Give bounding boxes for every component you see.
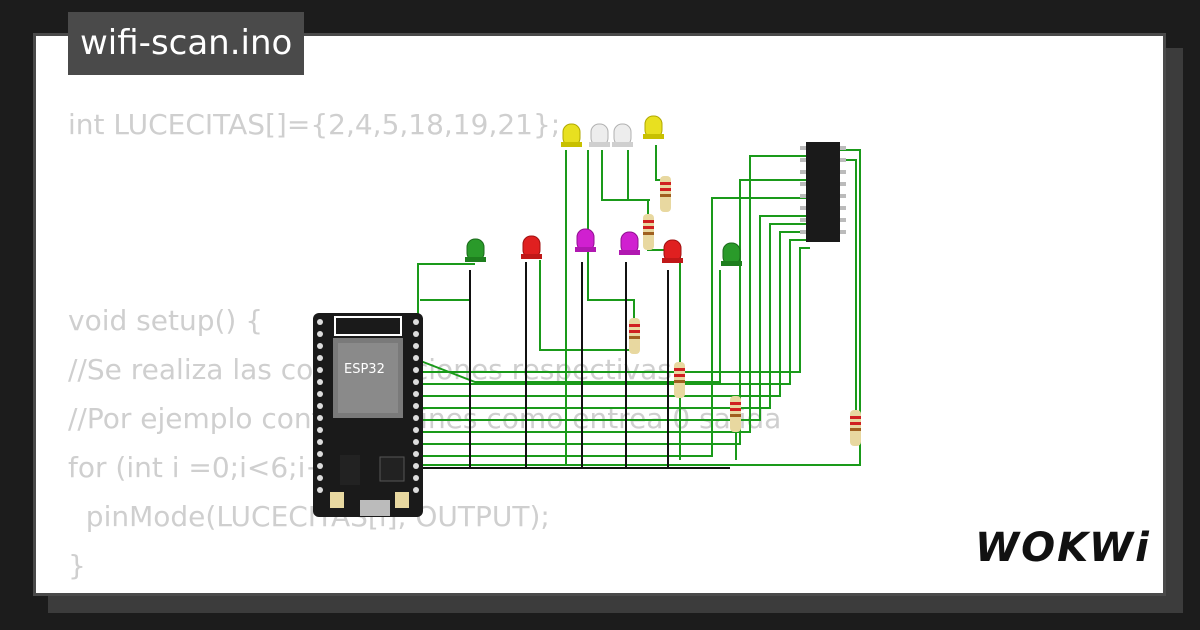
led-red-2[interactable] — [662, 239, 683, 263]
green-wires — [417, 145, 861, 466]
resistor[interactable] — [674, 362, 685, 398]
board-label: ESP32 — [344, 362, 385, 377]
resistor[interactable] — [660, 176, 671, 212]
resistors — [629, 176, 861, 446]
black-wires — [418, 262, 730, 469]
shift-register-chip[interactable] — [800, 142, 846, 242]
led-red-1[interactable] — [521, 235, 542, 259]
wokwi-logo: WOKWi — [975, 525, 1151, 571]
resistor[interactable] — [629, 318, 640, 354]
code-line: int LUCECITAS[]={2,4,5,18,19,21}; — [68, 108, 561, 141]
resistor[interactable] — [643, 214, 654, 250]
resistor[interactable] — [730, 396, 741, 432]
led-green-1[interactable] — [465, 238, 486, 262]
code-line: void setup() { — [68, 304, 264, 337]
led-white-2[interactable] — [612, 123, 633, 147]
resistor[interactable] — [850, 410, 861, 446]
led-green-2[interactable] — [721, 242, 742, 266]
led-magenta-2[interactable] — [619, 231, 640, 255]
led-white-1[interactable] — [589, 123, 610, 147]
file-name-tab[interactable]: wifi-scan.ino — [68, 12, 305, 75]
led-magenta-1[interactable] — [575, 228, 596, 252]
led-yellow-1[interactable] — [561, 123, 582, 147]
code-line: for (int i =0;i<6;i++) — [68, 451, 364, 484]
esp32-board[interactable]: ESP32 — [313, 313, 423, 517]
code-line: } — [68, 549, 86, 582]
led-yellow-2[interactable] — [643, 115, 664, 139]
